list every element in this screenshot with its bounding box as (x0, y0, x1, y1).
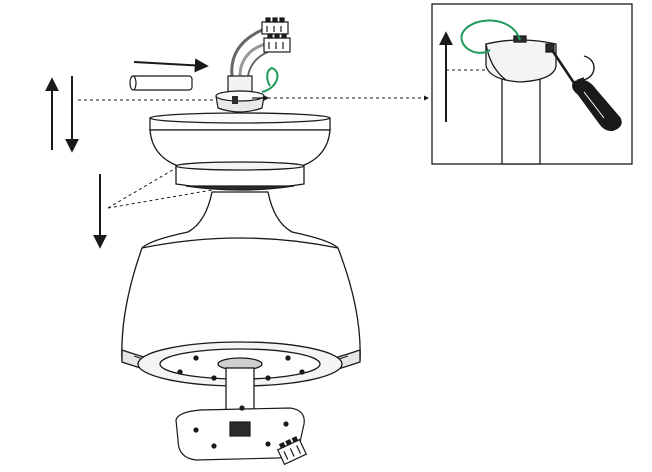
ground-wire (460, 19, 521, 54)
right-arrow-icon (133, 58, 209, 73)
screwdriver-icon (550, 49, 622, 131)
detail-callout-inset (431, 3, 633, 165)
canopy-ball-mount (485, 35, 557, 83)
plug-connector (276, 436, 308, 466)
wire-connectors (230, 17, 291, 77)
canopy-trim-collar (175, 161, 305, 191)
wire-connector-icon (276, 436, 308, 466)
canopy (149, 112, 331, 167)
canopy-ball-mount (215, 75, 270, 113)
motor-housing (121, 191, 361, 431)
wire-connector-icon (263, 33, 291, 53)
wire-connector-icon (261, 17, 289, 35)
mounting-plate (175, 405, 305, 461)
ground-wire (261, 66, 279, 93)
downrod-pin (129, 75, 193, 91)
dashed-guide-lines (78, 95, 429, 209)
rotate-arrow-icon (576, 55, 595, 85)
downrod (446, 69, 541, 165)
